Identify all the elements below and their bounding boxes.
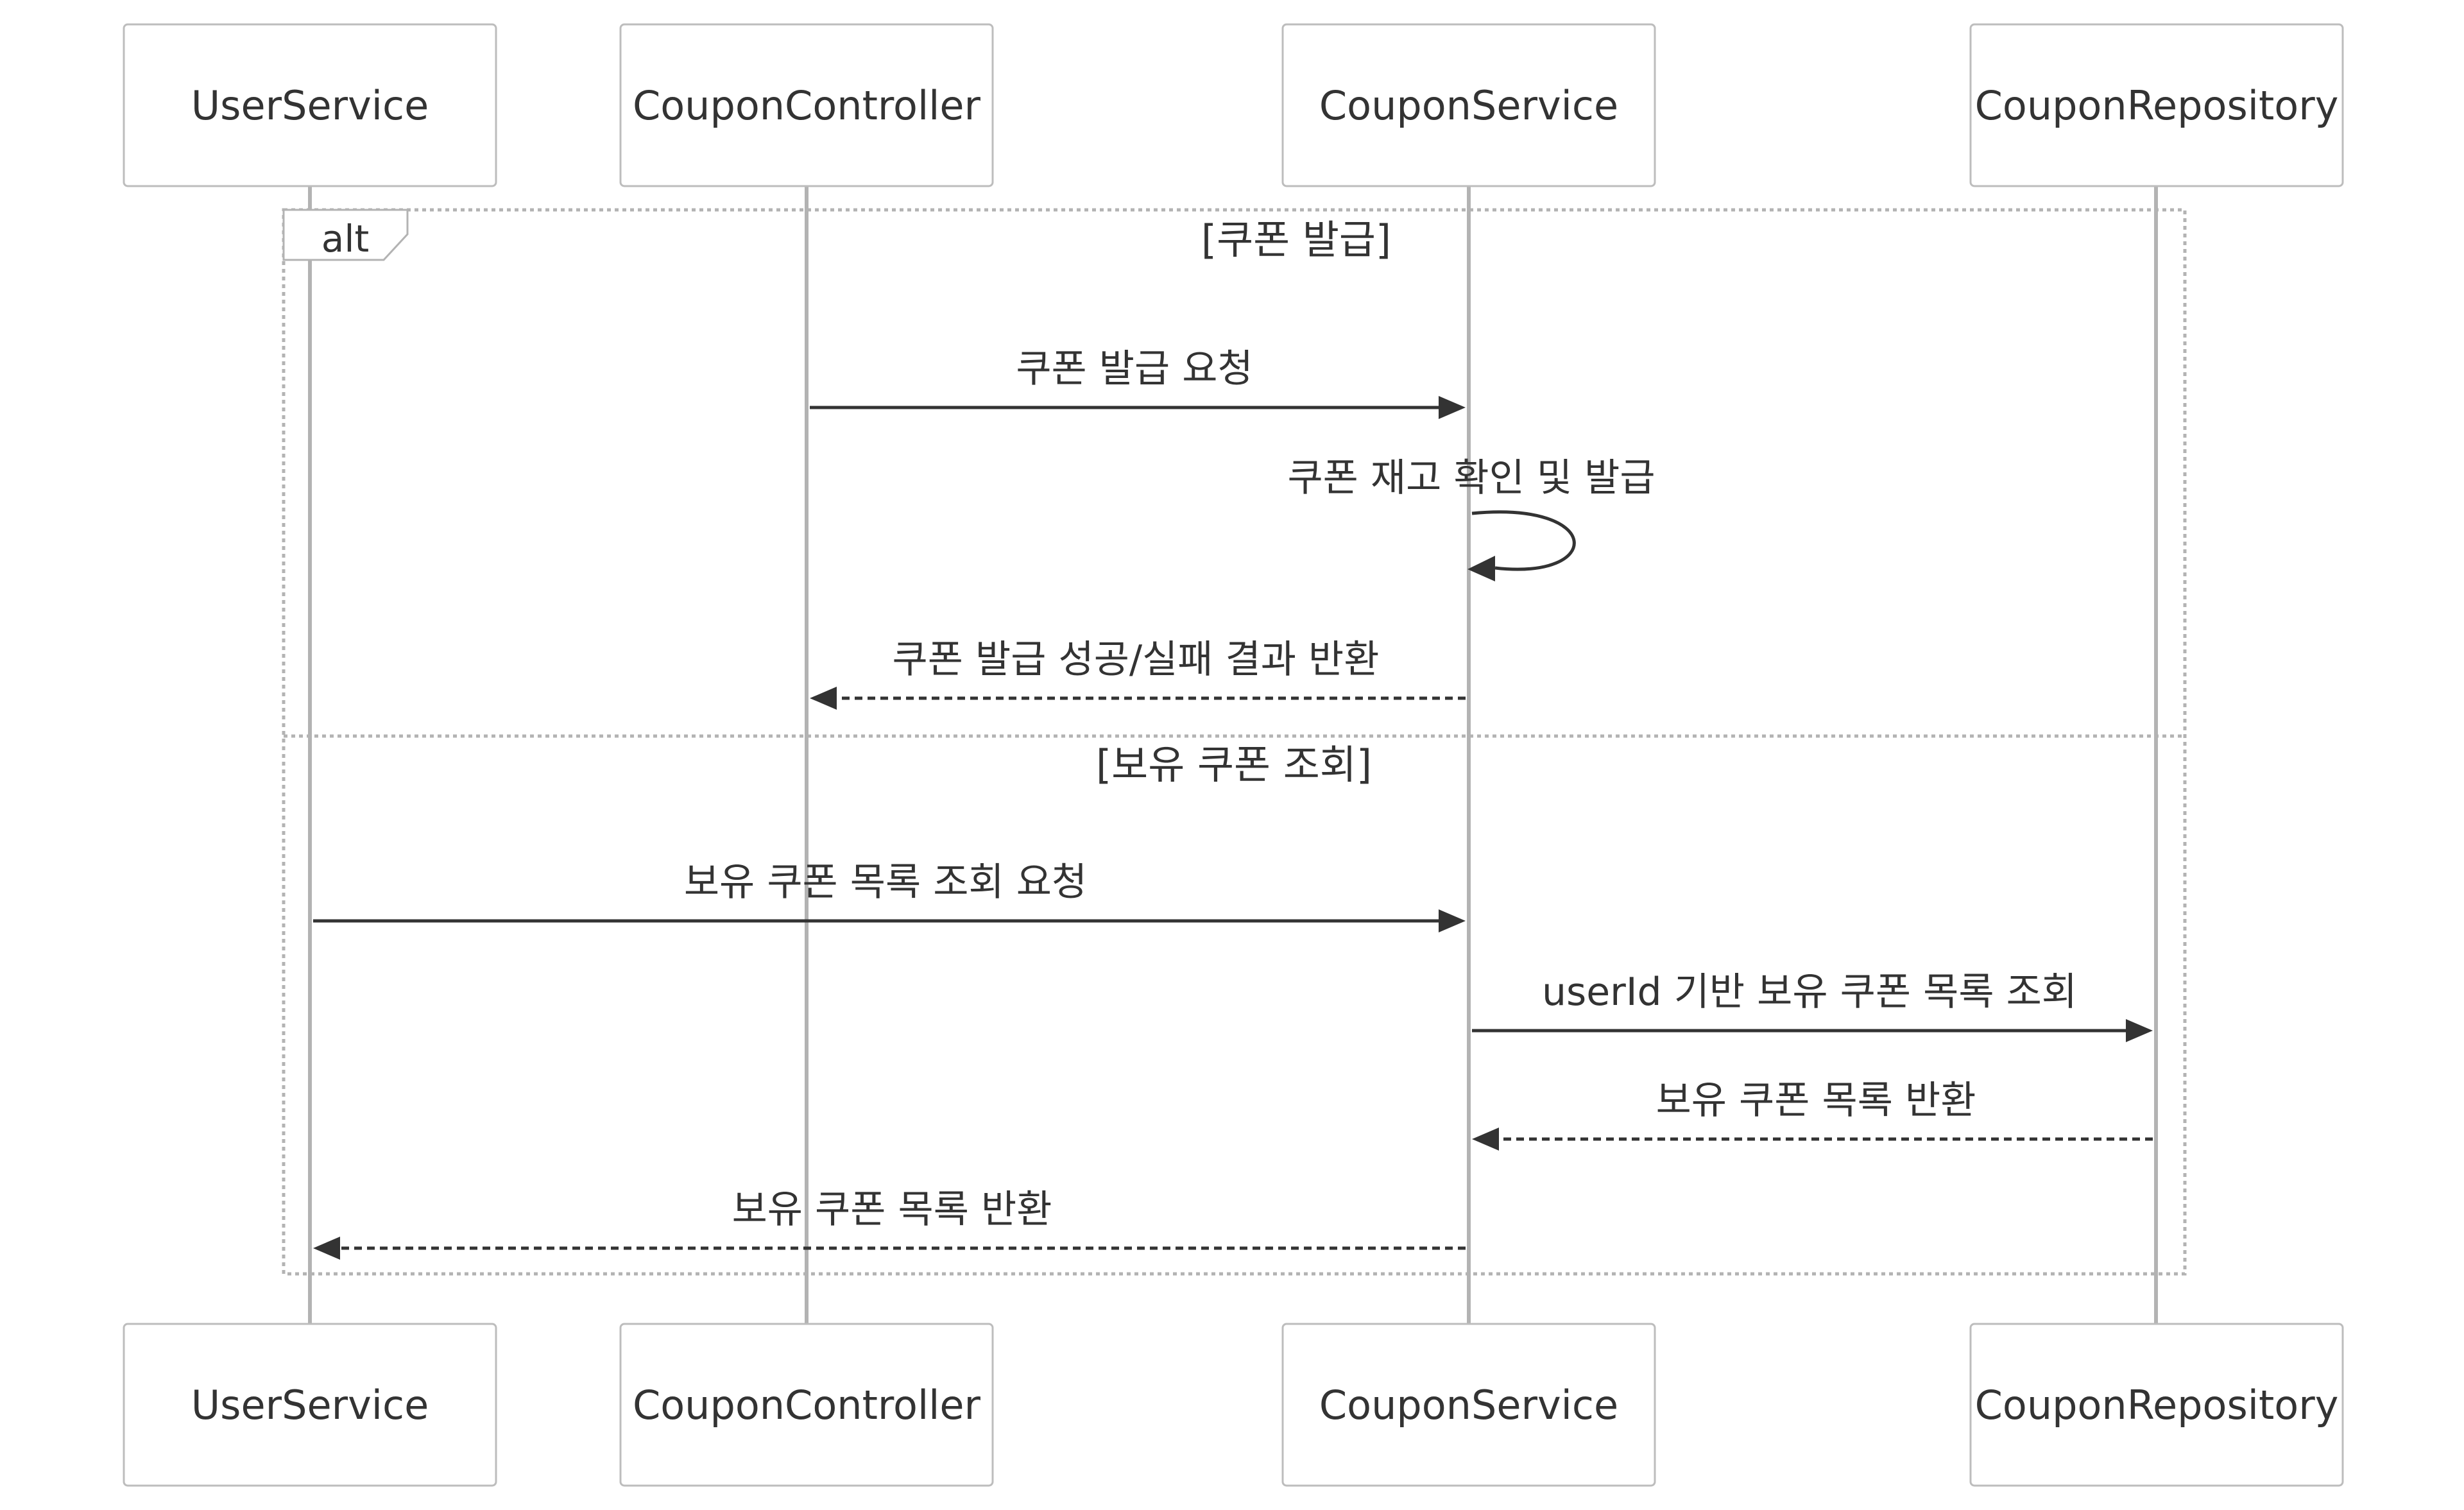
arrowhead-user-return: [313, 1237, 340, 1260]
actor-user-service-top: UserService: [123, 23, 497, 187]
arrowhead-repo-query: [2126, 1019, 2153, 1042]
arrowhead-owned-list-request: [1439, 909, 1466, 932]
actor-coupon-service-top: CouponService: [1281, 23, 1656, 187]
message-label-issue-result: 쿠폰 발급 성공/실패 결과 반환: [893, 637, 1380, 682]
alt-frame: [282, 208, 2187, 1276]
actor-label: CouponController: [633, 1382, 981, 1428]
actor-label: CouponRepository: [1975, 1382, 2339, 1428]
actor-label: UserService: [191, 1382, 429, 1428]
actor-label: CouponService: [1319, 82, 1618, 129]
actor-label: CouponController: [633, 82, 981, 129]
actor-coupon-service-bottom: CouponService: [1281, 1323, 1656, 1487]
actor-coupon-repository-top: CouponRepository: [1969, 23, 2344, 187]
actor-label: CouponRepository: [1975, 82, 2339, 129]
arrowhead-stock-check: [1467, 556, 1495, 581]
message-label-owned-list-request: 보유 쿠폰 목록 조회 요청: [684, 860, 1087, 905]
actor-user-service-bottom: UserService: [123, 1323, 497, 1487]
actor-label: CouponService: [1319, 1382, 1618, 1428]
message-label-user-return: 보유 쿠폰 목록 반환: [732, 1187, 1052, 1232]
guard-coupon-issue: [쿠폰 발급]: [1201, 216, 1391, 263]
message-label-repo-query: userId 기반 보유 쿠폰 목록 조회: [1542, 970, 2077, 1015]
actor-label: UserService: [191, 82, 429, 129]
guard-owned-coupon-lookup: [보유 쿠폰 조회]: [1096, 741, 1372, 788]
message-label-repo-return: 보유 쿠폰 목록 반환: [1656, 1078, 1976, 1123]
message-label-issue-request: 쿠폰 발급 요청: [1016, 347, 1253, 391]
actor-coupon-repository-bottom: CouponRepository: [1969, 1323, 2344, 1487]
message-label-stock-check: 쿠폰 재고 확인 및 발급: [1287, 456, 1655, 501]
alt-frame-label: alt: [321, 217, 369, 261]
arrowhead-issue-request: [1439, 396, 1466, 419]
message-arrow-stock-check: [1471, 510, 1576, 571]
arrowhead-issue-result: [810, 687, 837, 710]
actor-coupon-controller-top: CouponController: [619, 23, 994, 187]
arrowhead-repo-return: [1472, 1128, 1499, 1151]
actor-coupon-controller-bottom: CouponController: [619, 1323, 994, 1487]
alt-frame-tab: [282, 209, 409, 261]
